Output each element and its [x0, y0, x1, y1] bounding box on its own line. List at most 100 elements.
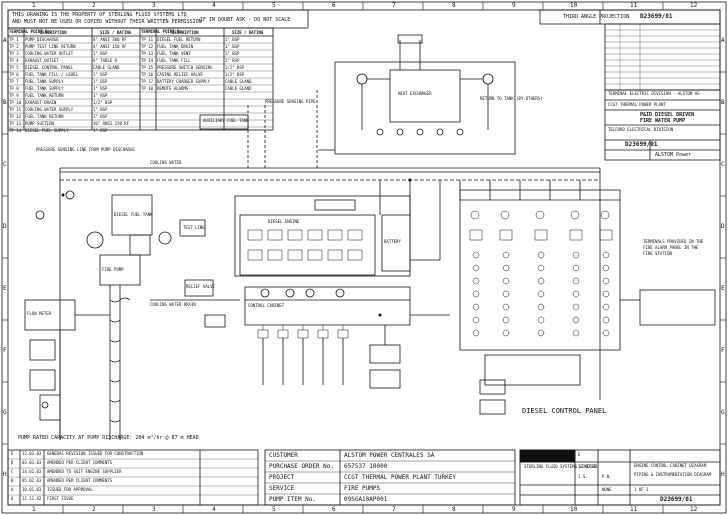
legend-cell: 1/2" BSP — [225, 65, 245, 70]
legend-cell: FUEL TANK FILL — [157, 58, 191, 63]
test-line-label: TEST LINE — [183, 225, 205, 230]
legend-cell: 10" ANSI 150 RF — [93, 121, 130, 126]
heat-exchanger-label: HEAT EXCHANGER — [398, 91, 432, 96]
grid-row-label: D — [721, 223, 725, 230]
grid-row-label: E — [3, 285, 7, 292]
legend-cell: PUMP SUCTION — [25, 121, 54, 126]
grid-col-label: 7 — [392, 2, 396, 9]
grid-col-label: 5 — [272, 2, 276, 9]
fuel-tank-label: DIESEL FUEL TANK — [114, 212, 153, 217]
grid-col-label: 4 — [212, 2, 216, 9]
revision-cell: 14.02.03 — [22, 469, 42, 474]
legend-header: TERMINAL POINT No. — [9, 29, 53, 34]
remote-note-2: FIRE ALARM PANEL IN THE — [643, 245, 699, 250]
grid-col-label: 1 — [32, 2, 36, 9]
legend-header: TERMINAL POINT No. — [141, 29, 185, 34]
grid-col-label: 8 — [452, 2, 456, 9]
grid-col-label: 3 — [152, 2, 156, 9]
grid-col-label: 9 — [512, 2, 516, 9]
po-value: 657537 10000 — [344, 463, 388, 470]
legend-cell: CABLE GLAND — [93, 65, 120, 70]
title-line-2: P&ID DIESEL DRIVEN — [640, 112, 695, 118]
cooling-water-label: COOLING WATER — [150, 160, 182, 165]
legend-cell: 1/2" BSP — [225, 72, 245, 77]
grid-row-label: B — [3, 99, 7, 106]
revision-cell: C — [11, 469, 14, 474]
grid-row-label: G — [721, 409, 725, 416]
grid-row-label: C — [3, 161, 7, 168]
doc-sub: PIPING & INSTRUMENTATION DIAGRAM — [634, 472, 712, 477]
legend-cell: TP 11 — [141, 37, 154, 42]
legend-header: SIZE / RATING — [232, 30, 264, 35]
title-line-3: FIRE WATER PUMP — [640, 118, 686, 124]
legend-cell: TP 2 — [9, 44, 19, 49]
revision-cell: AMENDED TO SUIT ENGINE SUPPLIER — [47, 469, 122, 474]
legend-cell: 1" BSP — [93, 51, 108, 56]
doc-title: ENGINE CONTROL CABINET DIAGRAM — [634, 463, 707, 468]
revision-cell: 12.12.02 — [22, 496, 42, 501]
legend-cell: TP 12 — [141, 44, 154, 49]
legend-cell: CABLE GLAND — [225, 86, 252, 91]
customer-label: CUSTOMER — [269, 452, 298, 459]
revision-cell: A — [11, 487, 14, 492]
grid-col-label: 2 — [92, 2, 96, 9]
cabinet-label: CONTROL CABINET — [248, 303, 285, 308]
grid-col-label: 1 — [32, 506, 36, 513]
company-name: STERLING FLUID SYSTEMS LIMITED — [524, 464, 597, 469]
legend-cell: TP 9 — [9, 93, 19, 98]
legend-header: DESCRIPTION — [40, 30, 67, 35]
relief-label: RELIEF VALVE — [186, 284, 215, 289]
grid-col-label: 11 — [630, 2, 638, 9]
revision-cell: AMENDED PER CLIENT COMMENTS — [47, 478, 113, 483]
aux-tank-label: AUXILIARY FUEL TANK — [203, 118, 249, 123]
legend-cell: 1" BSP — [93, 79, 108, 84]
flow-meter-label: FLOW METER — [27, 311, 52, 316]
drawn-value: J.S. — [578, 474, 588, 479]
scale-note: IF IN DOUBT ASK - DO NOT SCALE — [200, 17, 291, 23]
legend-cell: 1" BSP — [93, 86, 108, 91]
legend-cell: TP 6 — [9, 72, 19, 77]
legend-cell: 1" BSP — [93, 93, 108, 98]
client-title: TERMINAL ELECTRIC DIVISION - ALSTOM AG — [608, 91, 700, 96]
grid-row-label: D — [3, 223, 7, 230]
supply-note: PRESSURE SENSING LINE FROM PUMP DISCHARG… — [36, 147, 135, 152]
date-value: 12.03.03 — [578, 464, 598, 469]
legend-cell: TP 13 — [9, 121, 22, 126]
revision-cell: B — [11, 478, 14, 483]
legend-cell: TP 10 — [9, 100, 22, 105]
legend-cell: CASING RELIEF VALVE — [157, 72, 203, 77]
legend-cell: DIESEL FUEL SUPPLY — [25, 128, 69, 133]
grid-col-label: 11 — [630, 506, 638, 513]
alstom-label: ALSTOM Power — [655, 152, 692, 158]
ownership-note-1: THIS DRAWING IS THE PROPERTY OF STERLING… — [12, 12, 187, 18]
legend-cell: PUMP DISCHARGE — [25, 37, 59, 42]
grid-col-label: 10 — [570, 2, 578, 9]
grid-row-label: G — [3, 409, 7, 416]
legend-cell: FUEL TANK VENT — [157, 51, 191, 56]
ownership-note-2: AND MUST NOT BE USED OR COPIED WITHOUT T… — [12, 19, 202, 25]
legend-cell: DIESEL CONTROL PANEL — [25, 65, 74, 70]
legend-cell: TP 4 — [9, 58, 19, 63]
grid-col-label: 12 — [690, 506, 698, 513]
legend-cell: FUEL TANK FILL / LEVEL — [25, 72, 78, 77]
legend-cell: 1" BSP — [225, 51, 240, 56]
legend-cell: 1/2" BSP — [93, 100, 113, 105]
legend-cell: TP 11 — [9, 107, 22, 112]
cooling-drain-label: COOLING WATER DRAIN — [150, 302, 196, 307]
grid-row-label: A — [721, 37, 725, 44]
rev-value: E — [578, 452, 581, 457]
legend-cell: TP 13 — [141, 51, 154, 56]
legend-cell: PUMP TEST LINE RETURN — [25, 44, 76, 49]
grid-col-label: 10 — [570, 506, 578, 513]
legend-cell: DIESEL FUEL RETURN — [157, 37, 201, 42]
legend-cell: 8" ANSI 300 RF — [93, 37, 127, 42]
legend-cell: FUEL TANK SUPPLY — [25, 79, 64, 84]
title-drawing-no: D23699/01 — [625, 141, 658, 148]
legend-cell: 1" BSP — [93, 128, 108, 133]
legend-cell: TP 12 — [9, 114, 22, 119]
legend-cell: 1" BSP — [225, 44, 240, 49]
remote-note-3: FIRE STATION — [643, 251, 672, 256]
exhaust-pipe-label: PRESSURE SENSING PIPE — [265, 99, 316, 104]
checked-value: P.W. — [602, 474, 612, 479]
legend-cell: 6" TABLE D — [93, 58, 118, 63]
